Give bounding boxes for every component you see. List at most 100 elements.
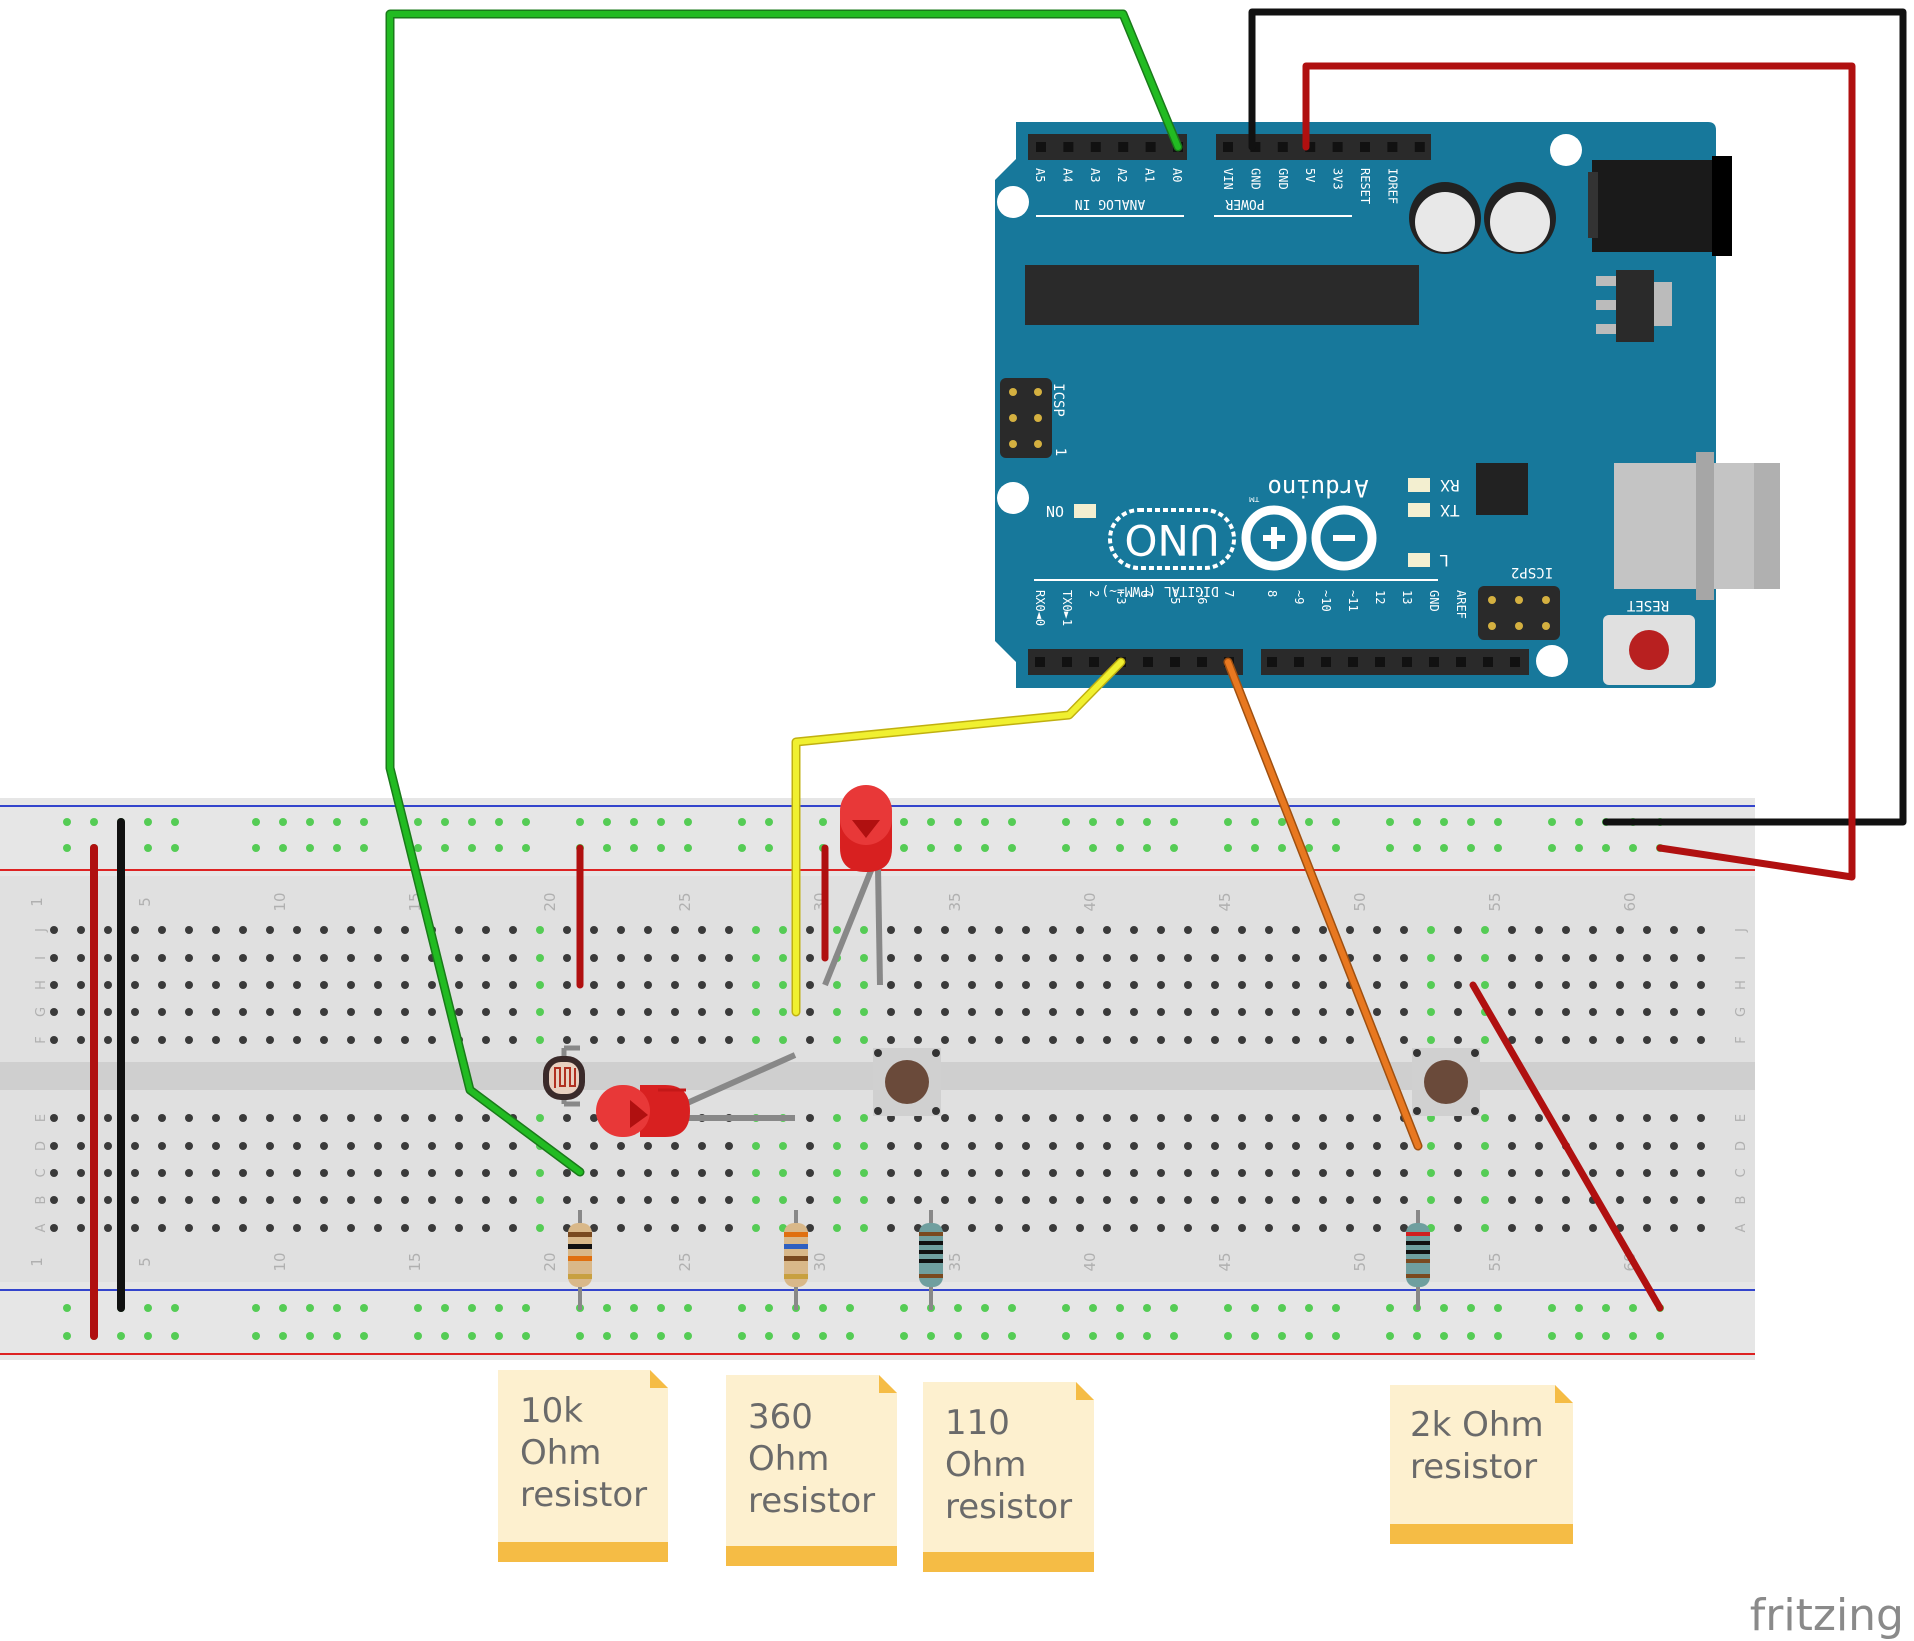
rail-hole[interactable] [1170, 818, 1178, 826]
breadboard-hole[interactable] [1049, 1114, 1057, 1122]
rail-hole[interactable] [630, 1304, 638, 1312]
breadboard-hole[interactable] [266, 981, 274, 989]
breadboard-hole[interactable] [1454, 1169, 1462, 1177]
breadboard-hole[interactable] [1157, 954, 1165, 962]
breadboard-hole[interactable] [1184, 1142, 1192, 1150]
rail-hole[interactable] [1305, 844, 1313, 852]
breadboard-hole[interactable] [1130, 1114, 1138, 1122]
breadboard-hole[interactable] [77, 1196, 85, 1204]
rail-hole[interactable] [1440, 1304, 1448, 1312]
rail-hole[interactable] [1224, 1304, 1232, 1312]
breadboard-hole[interactable] [644, 981, 652, 989]
breadboard-hole[interactable] [185, 1114, 193, 1122]
breadboard-hole[interactable] [590, 1036, 598, 1044]
breadboard-hole[interactable] [1589, 926, 1597, 934]
breadboard-hole[interactable] [779, 1169, 787, 1177]
breadboard-hole[interactable] [887, 1196, 895, 1204]
rail-hole[interactable] [63, 1304, 71, 1312]
header-pin[interactable] [1360, 142, 1370, 152]
breadboard-hole[interactable] [266, 954, 274, 962]
rail-hole[interactable] [765, 844, 773, 852]
breadboard-hole[interactable] [806, 1142, 814, 1150]
rail-hole[interactable] [1575, 1304, 1583, 1312]
header-pin[interactable] [1414, 142, 1425, 152]
breadboard-hole[interactable] [1292, 1169, 1300, 1177]
breadboard-hole[interactable] [1481, 1169, 1489, 1177]
breadboard-hole[interactable] [104, 1169, 112, 1177]
breadboard-hole[interactable] [860, 1036, 868, 1044]
rail-hole[interactable] [657, 818, 665, 826]
rail-hole[interactable] [1332, 1304, 1340, 1312]
breadboard-hole[interactable] [725, 1036, 733, 1044]
breadboard-hole[interactable] [617, 981, 625, 989]
breadboard-hole[interactable] [1211, 1114, 1219, 1122]
breadboard-hole[interactable] [239, 1196, 247, 1204]
breadboard-hole[interactable] [995, 1114, 1003, 1122]
breadboard-hole[interactable] [455, 926, 463, 934]
rail-hole[interactable] [1008, 844, 1016, 852]
rail-hole[interactable] [603, 844, 611, 852]
breadboard-hole[interactable] [1562, 1196, 1570, 1204]
breadboard-hole[interactable] [239, 954, 247, 962]
breadboard-hole[interactable] [941, 1036, 949, 1044]
breadboard-hole[interactable] [968, 954, 976, 962]
breadboard-hole[interactable] [1103, 954, 1111, 962]
breadboard-hole[interactable] [968, 981, 976, 989]
breadboard-hole[interactable] [779, 954, 787, 962]
breadboard-hole[interactable] [212, 954, 220, 962]
breadboard-hole[interactable] [347, 1114, 355, 1122]
breadboard-hole[interactable] [428, 1224, 436, 1232]
rail-hole[interactable] [1413, 844, 1421, 852]
breadboard-hole[interactable] [428, 1169, 436, 1177]
rail-hole[interactable] [171, 818, 179, 826]
rail-hole[interactable] [576, 1332, 584, 1340]
breadboard-hole[interactable] [104, 1142, 112, 1150]
breadboard-hole[interactable] [1265, 1008, 1273, 1016]
breadboard-hole[interactable] [1427, 1196, 1435, 1204]
breadboard-hole[interactable] [158, 1008, 166, 1016]
breadboard-hole[interactable] [77, 1036, 85, 1044]
breadboard-hole[interactable] [698, 1224, 706, 1232]
rail-hole[interactable] [900, 1304, 908, 1312]
breadboard-hole[interactable] [1427, 1169, 1435, 1177]
rail-hole[interactable] [414, 844, 422, 852]
rail-hole[interactable] [522, 818, 530, 826]
rail-hole[interactable] [1062, 844, 1070, 852]
breadboard-hole[interactable] [1211, 1224, 1219, 1232]
breadboard-hole[interactable] [1076, 1036, 1084, 1044]
breadboard-hole[interactable] [131, 981, 139, 989]
rail-hole[interactable] [1440, 1332, 1448, 1340]
rail-hole[interactable] [522, 1332, 530, 1340]
breadboard-hole[interactable] [671, 1036, 679, 1044]
breadboard-hole[interactable] [482, 1036, 490, 1044]
breadboard-hole[interactable] [1130, 1142, 1138, 1150]
rail-hole[interactable] [63, 1332, 71, 1340]
breadboard-hole[interactable] [1373, 1224, 1381, 1232]
breadboard-hole[interactable] [887, 1036, 895, 1044]
rail-hole[interactable] [468, 1304, 476, 1312]
breadboard-hole[interactable] [1562, 1036, 1570, 1044]
breadboard-hole[interactable] [239, 1142, 247, 1150]
header-pin[interactable] [1143, 657, 1153, 667]
rail-hole[interactable] [603, 1304, 611, 1312]
rail-hole[interactable] [1413, 1332, 1421, 1340]
rail-hole[interactable] [1467, 1304, 1475, 1312]
breadboard-hole[interactable] [914, 1008, 922, 1016]
breadboard-hole[interactable] [185, 1008, 193, 1016]
reset-button[interactable] [1603, 615, 1695, 685]
breadboard-hole[interactable] [644, 1036, 652, 1044]
breadboard-hole[interactable] [617, 1142, 625, 1150]
breadboard-hole[interactable] [1157, 981, 1165, 989]
rail-hole[interactable] [1386, 844, 1394, 852]
breadboard-hole[interactable] [1292, 1114, 1300, 1122]
rail-hole[interactable] [468, 1332, 476, 1340]
breadboard-hole[interactable] [1697, 954, 1705, 962]
rail-hole[interactable] [1494, 844, 1502, 852]
breadboard-hole[interactable] [617, 1036, 625, 1044]
breadboard-hole[interactable] [563, 954, 571, 962]
breadboard-hole[interactable] [1670, 1008, 1678, 1016]
breadboard-hole[interactable] [887, 926, 895, 934]
breadboard-hole[interactable] [941, 1114, 949, 1122]
breadboard-hole[interactable] [293, 1008, 301, 1016]
breadboard-hole[interactable] [752, 1142, 760, 1150]
